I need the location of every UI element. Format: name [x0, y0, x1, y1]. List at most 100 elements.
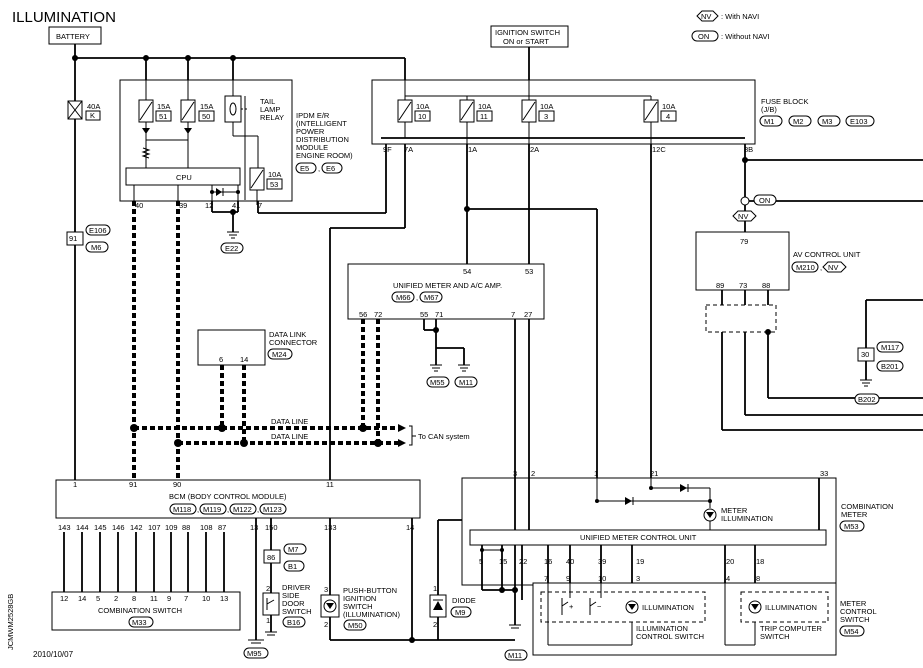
ignition-label-1: IGNITION SWITCH: [495, 28, 560, 37]
bcm-pin-label: 87: [218, 523, 226, 532]
svg-text:IGNITION: IGNITION: [343, 594, 376, 603]
bcm-pin-label: 144: [76, 523, 89, 532]
svg-text:1: 1: [266, 616, 270, 625]
fuse-40a: 40A K: [67, 100, 101, 121]
can-system-label: To CAN system: [418, 432, 470, 441]
svg-text:M117: M117: [881, 343, 899, 352]
fuse-block: FUSE BLOCK (J/B) M1 M2 M3 E103 10A 10 10…: [371, 79, 875, 154]
combination-switch-pin: 13: [220, 594, 228, 603]
svg-text:CONTROL SWITCH: CONTROL SWITCH: [636, 632, 704, 641]
combination-switch-pin: 2: [114, 594, 118, 603]
svg-text:55: 55: [420, 310, 428, 319]
svg-text:M24: M24: [272, 350, 287, 359]
svg-text:M122: M122: [233, 505, 252, 514]
combination-meter: COMBINATION METER M53 3 2 1 21 33 METER …: [461, 469, 893, 661]
svg-text:2: 2: [324, 620, 328, 629]
svg-text:73: 73: [739, 281, 747, 290]
svg-text:IPDM E/R: IPDM E/R: [296, 111, 330, 120]
bcm-pin-label: 109: [165, 523, 178, 532]
svg-text:TRIP COMPUTER: TRIP COMPUTER: [760, 624, 823, 633]
svg-text:CONTROL: CONTROL: [840, 607, 877, 616]
unified-meter-ac-amp: 54 53 UNIFIED METER AND A/C AMP. M66 , M…: [347, 263, 545, 478]
svg-text:10A: 10A: [268, 170, 281, 179]
svg-text:BCM (BODY CONTROL MODULE): BCM (BODY CONTROL MODULE): [169, 492, 287, 501]
svg-text:ILLUMINATION: ILLUMINATION: [765, 603, 817, 612]
svg-text:11: 11: [480, 112, 488, 121]
combination-switch-pin: 11: [150, 594, 158, 603]
svg-text:22: 22: [519, 557, 527, 566]
svg-text:56: 56: [359, 310, 367, 319]
svg-text:2: 2: [531, 469, 535, 478]
svg-text:ENGINE ROOM): ENGINE ROOM): [296, 151, 353, 160]
svg-text:E6: E6: [326, 164, 335, 173]
svg-text:E5: E5: [300, 164, 309, 173]
svg-text:M123: M123: [263, 505, 282, 514]
svg-text:10A: 10A: [416, 102, 429, 111]
battery-label: BATTERY: [56, 32, 90, 41]
svg-text:COMBINATION SWITCH: COMBINATION SWITCH: [98, 606, 182, 615]
svg-text:METER: METER: [841, 510, 868, 519]
svg-text:POWER: POWER: [296, 127, 325, 136]
svg-text:SWITCH: SWITCH: [282, 607, 312, 616]
svg-text:(INTELLIGENT: (INTELLIGENT: [296, 119, 347, 128]
svg-text:,: ,: [820, 263, 822, 272]
ignition-label-2: ON or START: [503, 37, 549, 46]
svg-text:DIODE: DIODE: [452, 596, 476, 605]
svg-text:METER: METER: [721, 506, 748, 515]
svg-text:51: 51: [159, 112, 167, 121]
svg-text:M54: M54: [844, 627, 859, 636]
combination-switch-pin: 9: [167, 594, 171, 603]
svg-text:72: 72: [374, 310, 382, 319]
svg-text:71: 71: [435, 310, 443, 319]
svg-text:ILLUMINATION: ILLUMINATION: [721, 514, 773, 523]
svg-text:LAMP: LAMP: [260, 105, 280, 114]
svg-text:8B: 8B: [744, 145, 753, 154]
svg-text:2: 2: [433, 620, 437, 629]
svg-text:B16: B16: [287, 618, 300, 627]
svg-text:40A: 40A: [87, 102, 100, 111]
svg-text:B202: B202: [858, 395, 876, 404]
svg-text:M1: M1: [764, 117, 774, 126]
svg-text:11: 11: [326, 480, 334, 489]
svg-text:1: 1: [433, 584, 437, 593]
svg-text:NV: NV: [738, 212, 748, 221]
svg-text:19: 19: [636, 557, 644, 566]
svg-text:20: 20: [726, 557, 734, 566]
svg-text:ON: ON: [698, 32, 709, 41]
svg-text:M118: M118: [173, 505, 191, 514]
bcm-pin-label: 107: [148, 523, 161, 532]
svg-text:7: 7: [544, 574, 548, 583]
svg-text:3: 3: [636, 574, 640, 583]
svg-text:MODULE: MODULE: [296, 143, 328, 152]
svg-text:AV CONTROL UNIT: AV CONTROL UNIT: [793, 250, 861, 259]
svg-text:DATA LINK: DATA LINK: [269, 330, 306, 339]
connector-e106-m6: 91 E106 M6: [66, 224, 111, 253]
side-code: JCMWM2528GB: [6, 594, 15, 650]
svg-text:,: ,: [416, 293, 418, 302]
svg-text:15A: 15A: [157, 102, 170, 111]
option-joint: ON NV: [732, 194, 777, 222]
svg-text:(J/B): (J/B): [761, 105, 777, 114]
svg-text:E22: E22: [225, 244, 238, 253]
svg-text:91: 91: [69, 234, 77, 243]
svg-text:M67: M67: [424, 293, 439, 302]
combination-switch-pin: 12: [60, 594, 68, 603]
svg-text:UNIFIED METER AND A/C AMP.: UNIFIED METER AND A/C AMP.: [393, 281, 502, 290]
ground-b202: 30 M117 B201 B202: [854, 299, 923, 405]
svg-text:53: 53: [525, 267, 533, 276]
data-link-connector: DATA LINK CONNECTOR M24 6 14: [197, 329, 318, 366]
driver-door-switch: 86 M7 B1 2 1 DRIVER SIDE DOOR SWITCH B16…: [243, 518, 312, 659]
svg-text:53: 53: [270, 180, 278, 189]
svg-text:M6: M6: [91, 243, 101, 252]
svg-text:B1: B1: [288, 562, 297, 571]
svg-text:14: 14: [240, 355, 248, 364]
svg-text:4: 4: [666, 112, 670, 121]
bcm-pin-label: 88: [182, 523, 190, 532]
svg-text:7A: 7A: [404, 145, 413, 154]
svg-text:+: +: [569, 602, 574, 611]
combination-switch-pin: 5: [96, 594, 100, 603]
data-line-label-1: DATA LINE: [271, 417, 308, 426]
